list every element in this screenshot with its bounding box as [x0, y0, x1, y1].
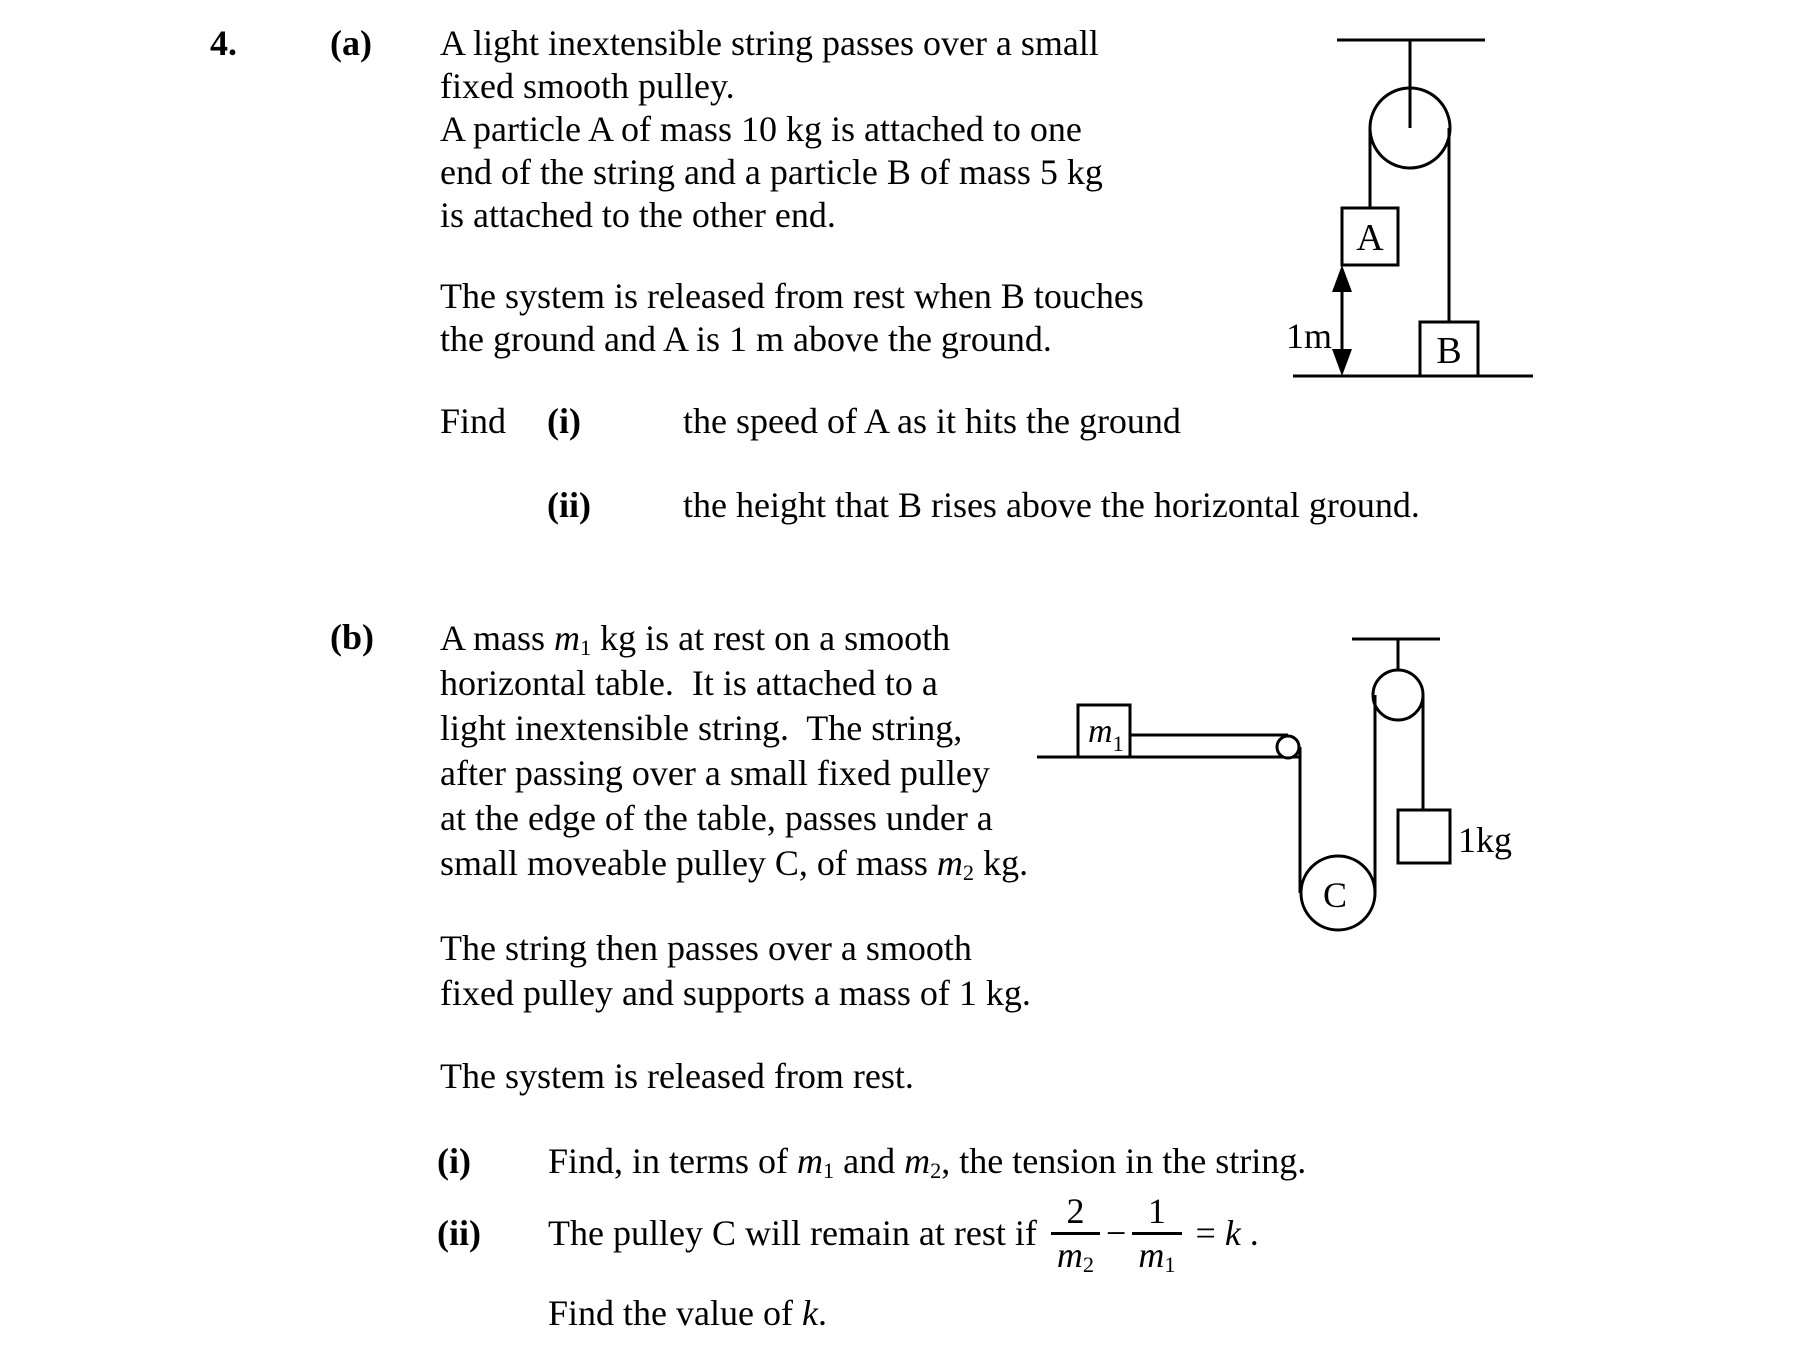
part-b-item-ii-label: (ii) — [437, 1213, 481, 1253]
part-a-item-i-text: the speed of A as it hits the ground — [683, 401, 1181, 441]
fraction-1-denominator: m2 — [1050, 1231, 1101, 1276]
mass-1kg-label: 1kg — [1458, 820, 1512, 860]
minus-sign: − — [1106, 1213, 1127, 1253]
mass-1kg-box — [1396, 808, 1452, 865]
part-b-item-ii-row: (ii) The pulley C will remain at rest if… — [437, 1178, 1259, 1288]
part-a-release-paragraph: The system is released from rest when B … — [440, 276, 1144, 359]
mass-a-box — [1340, 206, 1400, 267]
fraction-2-numerator: 1 — [1147, 1191, 1166, 1232]
part-a-item-ii-text: the height that B rises above the horizo… — [683, 485, 1420, 525]
diagram-a-pulley-system: A B 1m — [1286, 38, 1533, 378]
height-arrowhead-up-icon — [1332, 265, 1352, 292]
table-edge-pulley — [1275, 734, 1301, 760]
fraction-1-numerator: 2 — [1066, 1191, 1085, 1232]
part-b-release-paragraph: The system is released from rest. — [440, 1056, 914, 1096]
equals-k-text: = k . — [1195, 1213, 1259, 1253]
diagram-b-pulley-system: m1 C 1kg — [1037, 637, 1512, 932]
part-b-item-i-label: (i) — [437, 1141, 471, 1181]
problem-number: 4. — [210, 23, 237, 63]
mass-b-letter: B — [1436, 330, 1461, 372]
pulley-c-letter: C — [1323, 875, 1347, 915]
fraction-2-denominator: m1 — [1132, 1231, 1182, 1276]
part-b-item-ii-text: The pulley C will remain at rest if — [548, 1213, 1037, 1253]
find-word: Find — [440, 401, 507, 441]
mass-m1-letter: m1 — [1088, 713, 1124, 756]
fraction-1-over-m1: 1 m1 — [1132, 1191, 1182, 1276]
mass-a-letter: A — [1356, 217, 1384, 259]
part-a-intro-paragraph: A light inextensible string passes over … — [440, 23, 1103, 235]
fixed-pulley-wheel — [1371, 668, 1425, 722]
part-b-label: (b) — [330, 617, 374, 657]
mass-m1-box — [1076, 703, 1132, 759]
part-a-label: (a) — [330, 23, 372, 63]
part-b-item-i-text: Find, in terms of m1 and m2, the tension… — [548, 1141, 1307, 1184]
height-arrowhead-down-icon — [1332, 349, 1352, 376]
find-value-of-k-text: Find the value of k. — [548, 1293, 827, 1333]
part-a-item-i-label: (i) — [547, 401, 581, 441]
part-a-item-ii-label: (ii) — [547, 485, 591, 525]
fraction-2-over-m2: 2 m2 — [1050, 1191, 1101, 1276]
distance-1m-label: 1m — [1286, 316, 1332, 356]
